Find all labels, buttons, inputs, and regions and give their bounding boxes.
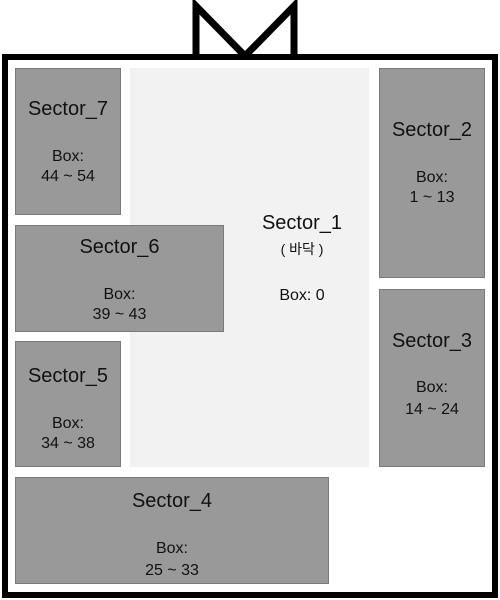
sector-7-name: Sector_7 [27, 98, 109, 120]
sector-1-floor-top [130, 68, 369, 215]
container-outline [2, 54, 498, 598]
sector-4-box-label: Box: [155, 540, 188, 557]
sector-6-box-label: Box: [103, 286, 136, 303]
sector-2: Sector_2 Box: 1 ~ 13 [379, 68, 485, 278]
sector-6-name: Sector_6 [79, 236, 160, 258]
sector-5-box-range: 34 ~ 38 [41, 435, 95, 452]
sector-7-box-range: 44 ~ 54 [41, 168, 95, 185]
sector-3: Sector_3 Box: 14 ~ 24 [379, 289, 485, 467]
sector-7: Sector_7 Box: 44 ~ 54 [15, 68, 121, 215]
bow-icon [192, 0, 298, 60]
sector-1-label-group: Sector_1 ( 바닥 ) Box: 0 [232, 205, 372, 315]
sector-6-box-range: 39 ~ 43 [92, 306, 147, 323]
sector-5: Sector_5 Box: 34 ~ 38 [15, 341, 121, 467]
sector-1-floor-notch [232, 215, 242, 340]
sector-4: Sector_4 Box: 25 ~ 33 [15, 477, 329, 584]
sector-4-box-range: 25 ~ 33 [145, 562, 199, 579]
sector-1-box: Box: 0 [279, 287, 325, 304]
sector-5-name: Sector_5 [27, 365, 109, 387]
sector-3-box-range: 14 ~ 24 [405, 401, 459, 418]
sector-2-box-range: 1 ~ 13 [409, 189, 455, 206]
sector-2-name: Sector_2 [391, 119, 473, 141]
sector-3-box-label: Box: [415, 379, 448, 396]
sector-1-name: Sector_1 [261, 212, 343, 234]
sector-7-box-label: Box: [51, 148, 84, 165]
sector-6: Sector_6 Box: 39 ~ 43 [15, 225, 224, 332]
sector-2-box-label: Box: [415, 169, 448, 186]
sector-4-name: Sector_4 [131, 490, 213, 512]
sector-3-name: Sector_3 [391, 330, 473, 352]
sector-1-subtitle: ( 바닥 ) [280, 241, 324, 257]
sector-5-box-label: Box: [51, 415, 84, 432]
